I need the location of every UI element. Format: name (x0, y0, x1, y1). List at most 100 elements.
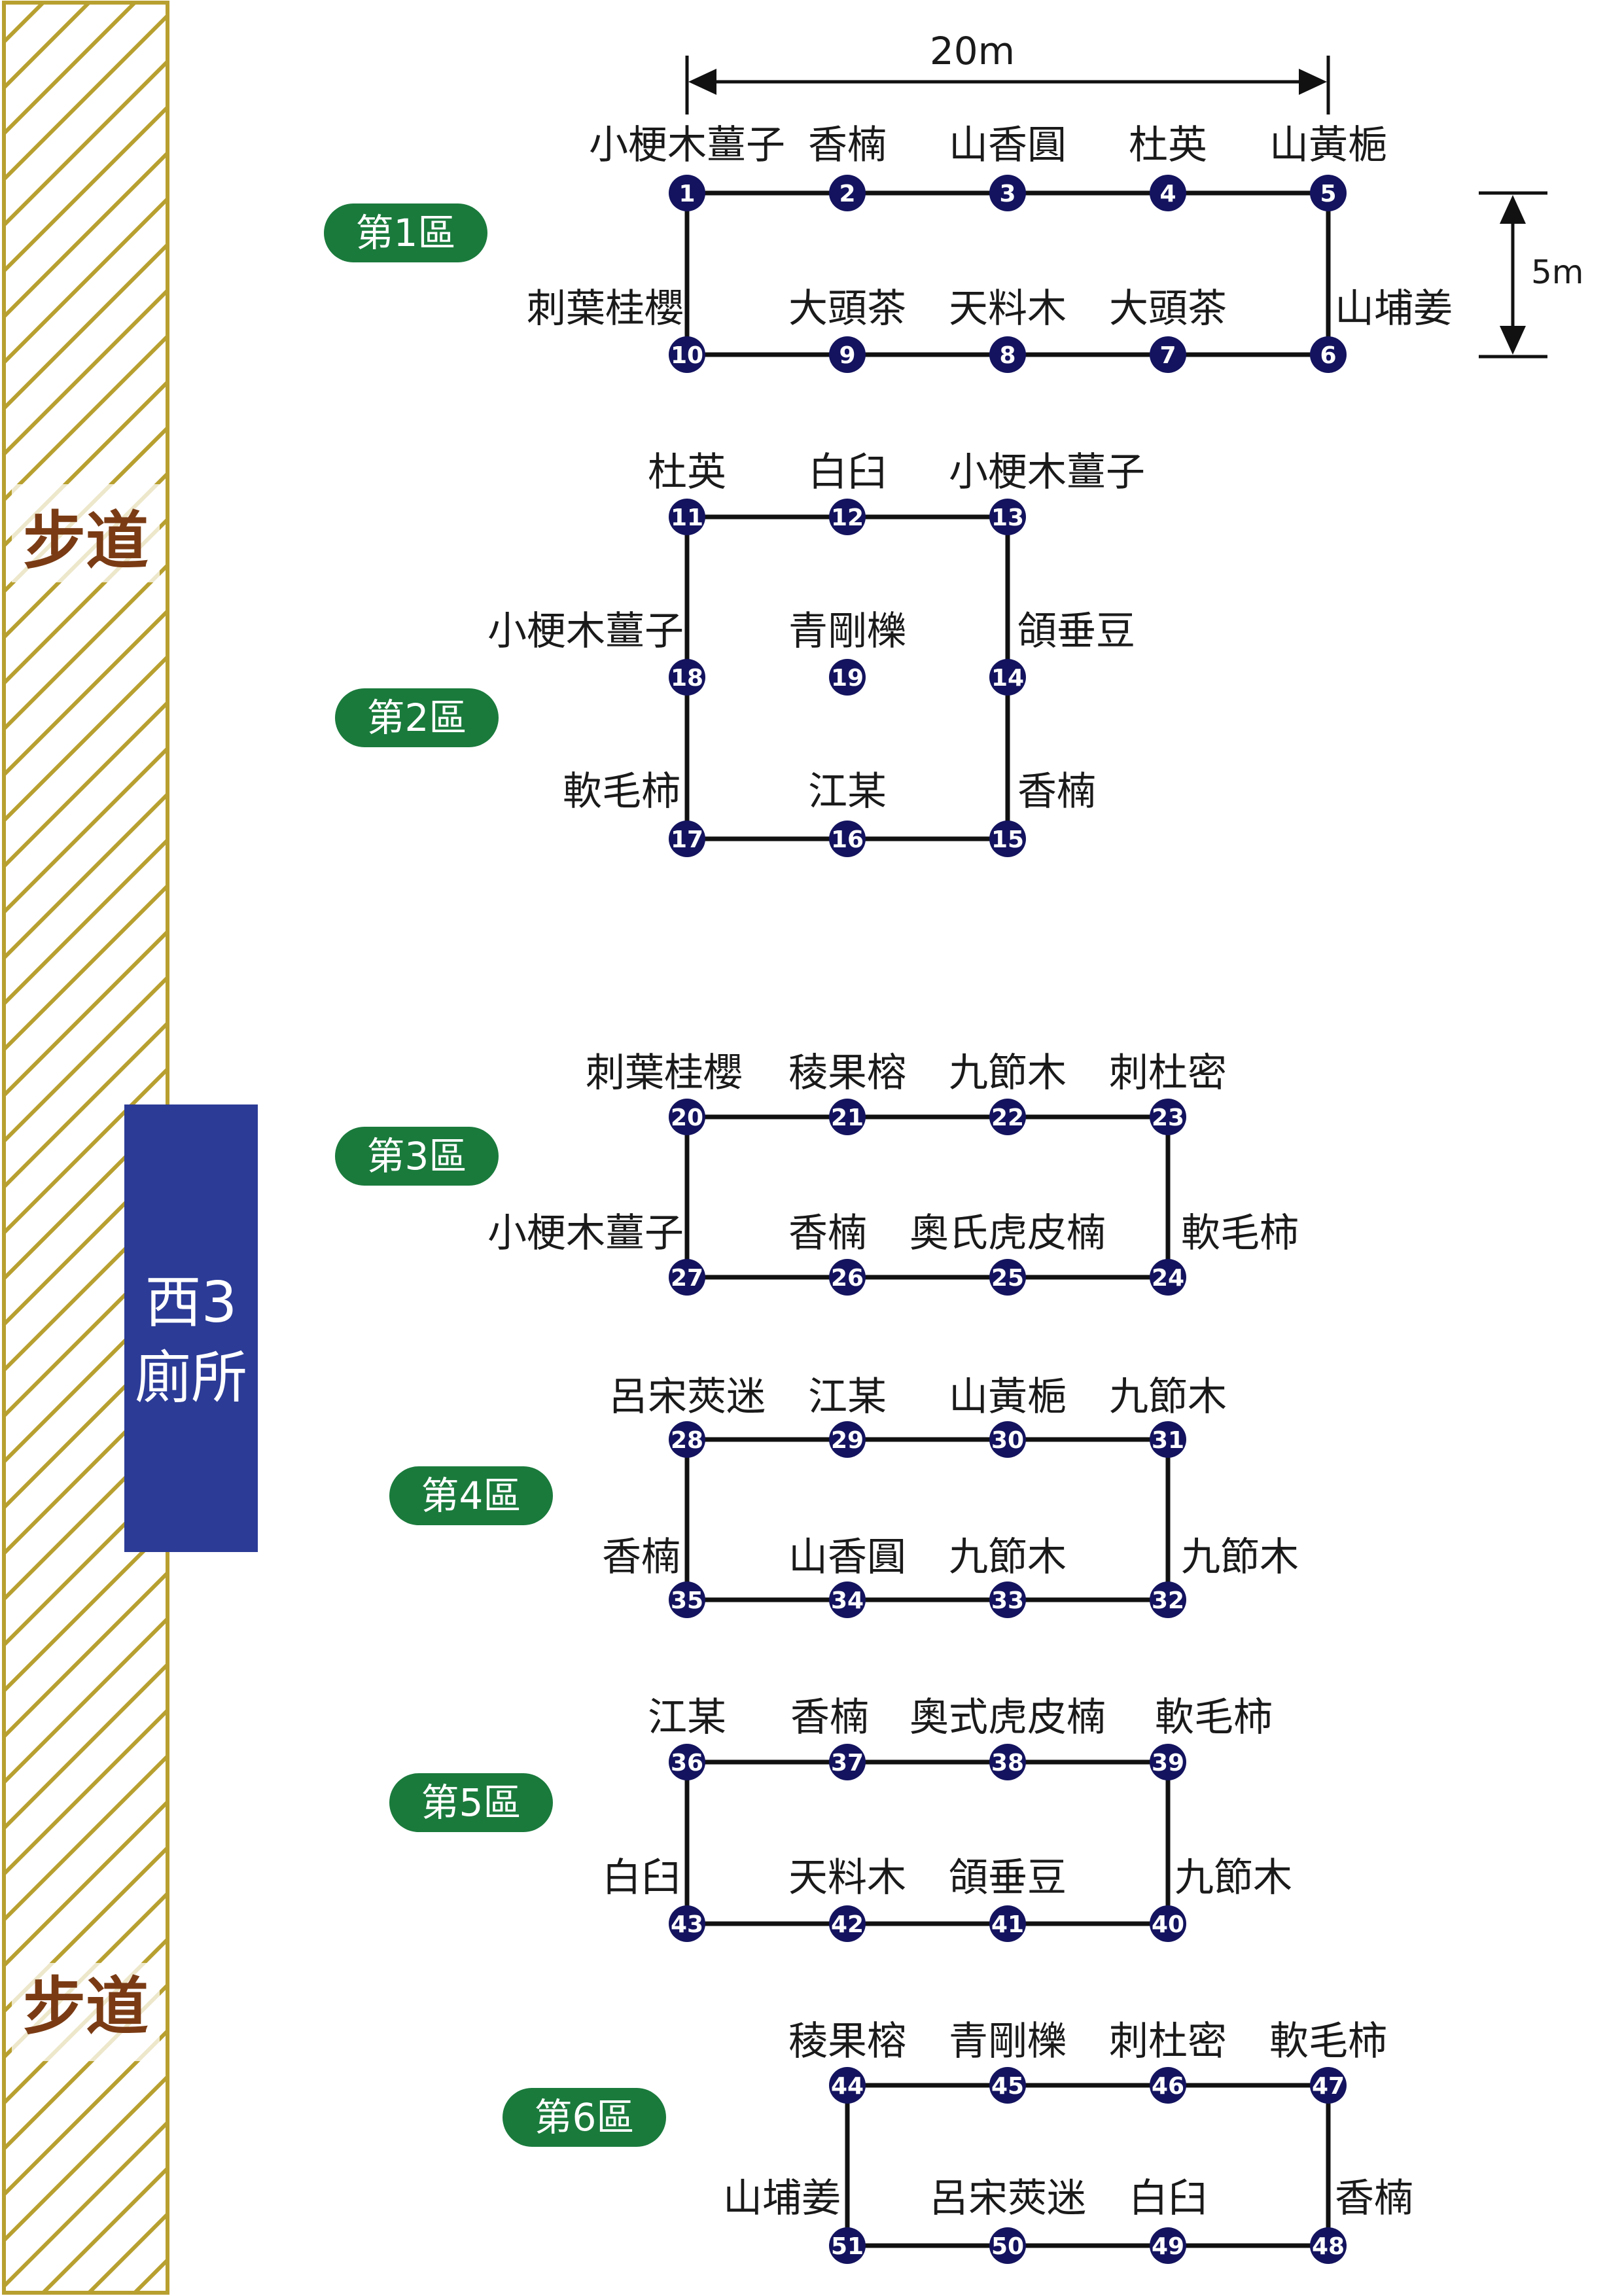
plant-name: 山埔姜 (723, 2176, 841, 2221)
plant-number: 14 (991, 665, 1024, 692)
plant-node-marker (1310, 336, 1347, 373)
plant-node-marker (989, 659, 1026, 696)
plant-node-marker (1150, 1744, 1186, 1780)
plant-name: 天料木 (949, 286, 1067, 332)
plant-name: 小梗木薑子 (589, 122, 785, 168)
zone-1: 第1區1小梗木薑子2香楠3山香圓4杜英5山黃梔10刺葉桂櫻9大頭茶8天料木7大頭… (324, 122, 1453, 373)
plant-node-marker (829, 1259, 866, 1296)
plant-name: 江某 (808, 1374, 887, 1420)
zone-6: 第6區44稜果榕45青剛櫟46刺杜密47軟毛柿51山埔姜50呂宋莢迷49白臼48… (503, 2019, 1413, 2264)
plant-name: 山黃梔 (1269, 122, 1387, 168)
dimension-height: 5m (1479, 191, 1584, 359)
plant-node-32: 32 九節木 (1150, 1534, 1299, 1618)
plant-number: 24 (1152, 1265, 1184, 1292)
plant-number: 50 (991, 2233, 1024, 2260)
plant-name: 刺杜密 (1109, 1050, 1227, 1096)
plant-node-marker (989, 821, 1026, 857)
plant-name: 山黃梔 (949, 1374, 1067, 1420)
plant-name: 青剛櫟 (949, 2019, 1067, 2064)
plant-number: 12 (831, 504, 864, 531)
plant-node-marker (829, 821, 866, 857)
plant-number: 48 (1312, 2233, 1345, 2260)
plant-node-marker (989, 499, 1026, 535)
walkway-label-bottom: 步道 (23, 1970, 149, 2043)
zone-badge (389, 1773, 553, 1832)
zone-outline (684, 1759, 1171, 1926)
zone-badge (389, 1466, 553, 1525)
plant-name: 江某 (648, 1695, 726, 1740)
plant-name: 奧氏虎皮楠 (909, 1210, 1106, 1256)
plant-number: 3 (999, 181, 1015, 207)
plant-node-marker (1150, 1581, 1186, 1618)
plant-number: 18 (671, 665, 703, 692)
plant-number: 9 (839, 342, 855, 369)
plant-node-marker (829, 1421, 866, 1458)
plant-node-marker (829, 1905, 866, 1942)
plant-number: 21 (831, 1104, 864, 1131)
plant-number: 40 (1152, 1911, 1184, 1938)
zone-badge (324, 203, 487, 262)
plant-name: 頜垂豆 (949, 1855, 1067, 1901)
plant-node-marker (1150, 336, 1186, 373)
plant-node-marker (669, 1905, 705, 1942)
zones: 第1區1小梗木薑子2香楠3山香圓4杜英5山黃梔10刺葉桂櫻9大頭茶8天料木7大頭… (324, 122, 1453, 2264)
plant-node-33: 33 九節木 (949, 1534, 1067, 1618)
plant-node-marker (989, 1421, 1026, 1458)
plant-name: 九節木 (1181, 1534, 1299, 1580)
plant-name: 軟毛柿 (563, 769, 680, 815)
plant-number: 29 (831, 1427, 864, 1454)
plant-node-48: 48 香楠 (1310, 2176, 1413, 2264)
plant-name: 香楠 (788, 1210, 867, 1256)
plant-node-marker (669, 175, 705, 211)
plant-node-marker (1150, 2227, 1186, 2264)
plant-number: 10 (671, 342, 703, 369)
plant-number: 11 (671, 504, 703, 531)
plant-node-25: 25 奧氏虎皮楠 (909, 1210, 1106, 1296)
plant-number: 32 (1152, 1587, 1184, 1614)
plant-name: 白臼 (1129, 2176, 1207, 2221)
plant-node-marker (669, 821, 705, 857)
zone-badge-label: 第3區 (367, 1134, 467, 1178)
plant-node-marker (829, 659, 866, 696)
plant-name: 江某 (808, 769, 887, 815)
plant-node-marker (669, 1581, 705, 1618)
plant-name: 稜果榕 (788, 2019, 906, 2064)
plant-number: 22 (991, 1104, 1024, 1131)
plant-name: 香楠 (1335, 2176, 1413, 2221)
plant-number: 33 (991, 1587, 1024, 1614)
plant-number: 20 (671, 1104, 703, 1131)
dimension-height-label: 5m (1531, 253, 1584, 291)
plant-node-marker (989, 1905, 1026, 1942)
dimension-width: 20m (685, 29, 1330, 115)
plant-name: 頜垂豆 (1017, 609, 1135, 654)
plant-name: 呂宋莢迷 (929, 2176, 1086, 2221)
plant-node-marker (829, 2227, 866, 2264)
plant-number: 5 (1320, 181, 1336, 207)
plant-number: 25 (991, 1265, 1024, 1292)
plant-number: 4 (1159, 181, 1176, 207)
plant-node-marker (829, 175, 866, 211)
plant-node-marker (829, 2067, 866, 2104)
plant-name: 香楠 (808, 122, 887, 168)
plant-name: 刺杜密 (1109, 2019, 1227, 2064)
plant-name: 九節木 (949, 1534, 1067, 1580)
plant-node-marker (1150, 1421, 1186, 1458)
plant-number: 34 (831, 1587, 864, 1614)
plant-name: 山埔姜 (1335, 286, 1453, 332)
zone-4: 第4區28呂宋莢迷29江某30山黃梔31九節木35香楠34山香圓33九節木32九… (389, 1374, 1299, 1618)
plant-node-marker (669, 336, 705, 373)
plant-name: 大頭茶 (788, 286, 906, 332)
